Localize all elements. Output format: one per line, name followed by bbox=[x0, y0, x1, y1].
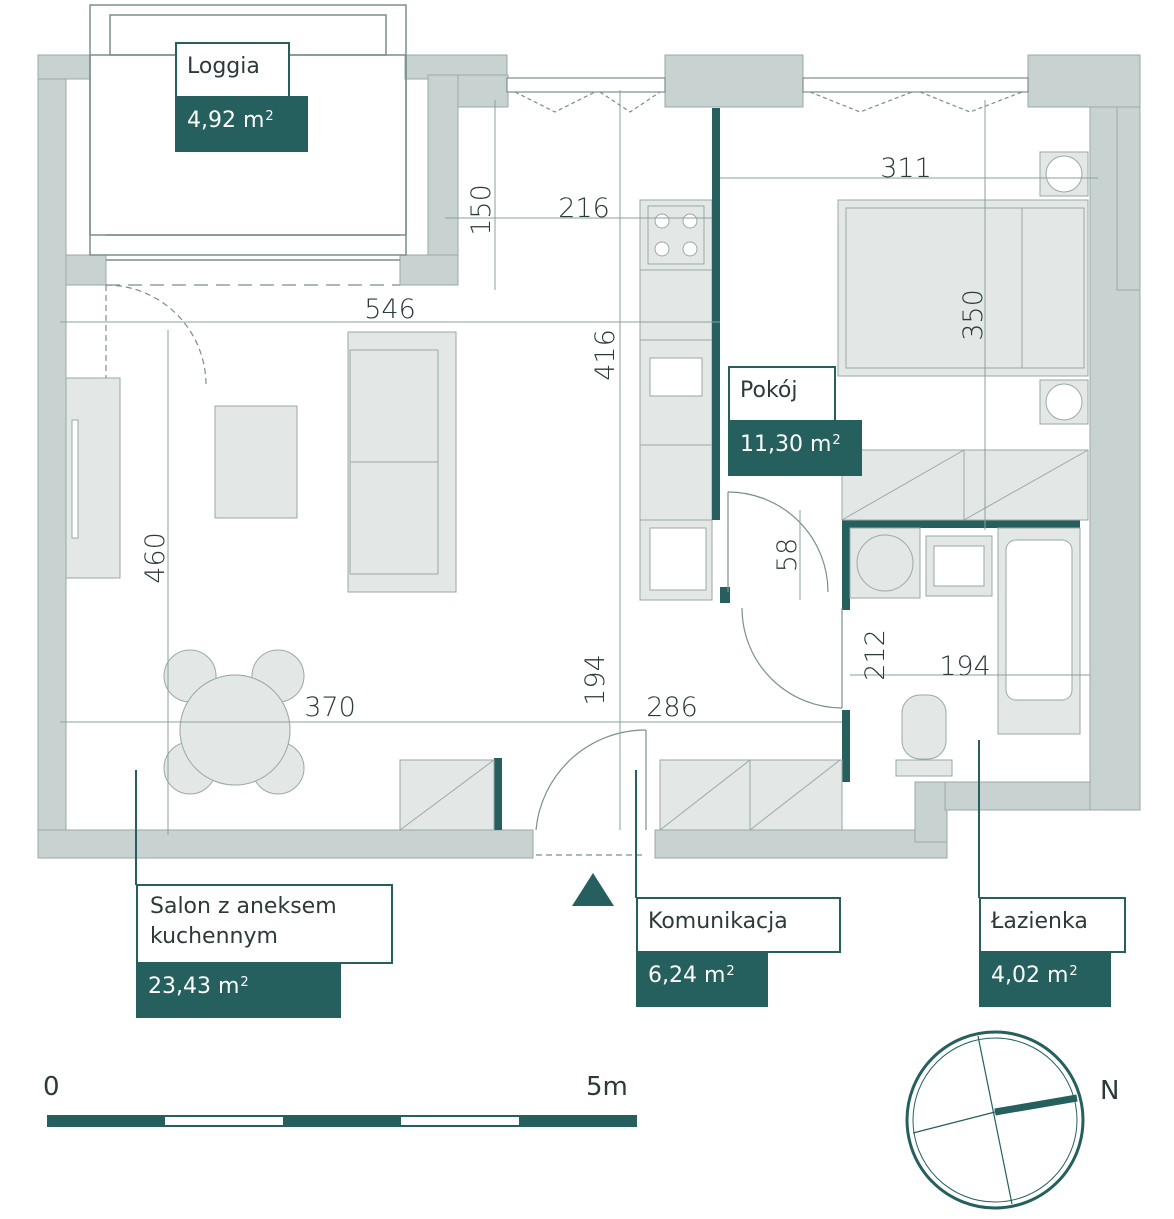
pokoj-area: 11,30 m2 bbox=[728, 420, 862, 476]
salon-name-line1: Salon z aneksem bbox=[150, 894, 337, 919]
dim-194-horizontal: 194 bbox=[939, 651, 991, 682]
scale-bar bbox=[47, 1115, 637, 1127]
salon-label: Salon z aneksem kuchennym bbox=[136, 884, 393, 964]
lazienka-area-value: 4,02 m bbox=[991, 963, 1069, 988]
salon-area-value: 23,43 m bbox=[148, 974, 240, 999]
walls bbox=[37, 54, 1141, 859]
compass-icon bbox=[905, 1030, 1085, 1210]
loggia-label: Loggia bbox=[175, 42, 290, 98]
dim-216: 216 bbox=[558, 193, 610, 224]
compass-north-label: N bbox=[1100, 1076, 1120, 1106]
pokoj-area-value: 11,30 m bbox=[740, 432, 832, 457]
dim-212: 212 bbox=[860, 629, 891, 681]
dim-58: 58 bbox=[772, 538, 803, 572]
scale-start-label: 0 bbox=[43, 1072, 60, 1102]
lazienka-area: 4,02 m2 bbox=[979, 951, 1111, 1007]
windows bbox=[506, 77, 1029, 113]
leader-lines bbox=[135, 740, 980, 898]
komunikacja-area-value: 6,24 m bbox=[648, 963, 726, 988]
salon-name-line2: kuchennym bbox=[150, 924, 278, 949]
komunikacja-label: Komunikacja bbox=[636, 897, 841, 953]
loggia-frame bbox=[89, 4, 407, 261]
lazienka-area-sup: 2 bbox=[1069, 964, 1078, 979]
dimension-lines bbox=[60, 90, 1098, 835]
salon-area-sup: 2 bbox=[240, 975, 249, 990]
loggia-area-sup: 2 bbox=[265, 109, 274, 124]
komunikacja-area: 6,24 m2 bbox=[636, 951, 768, 1007]
lazienka-label: Łazienka bbox=[979, 897, 1126, 953]
pokoj-area-sup: 2 bbox=[832, 433, 841, 448]
dim-460: 460 bbox=[140, 532, 171, 584]
dim-350: 350 bbox=[958, 289, 989, 341]
komunikacja-area-sup: 2 bbox=[726, 964, 735, 979]
doors bbox=[105, 284, 843, 856]
bedroom-furniture bbox=[837, 151, 1089, 521]
loggia-area-value: 4,92 m bbox=[187, 108, 265, 133]
dim-286: 286 bbox=[646, 692, 698, 723]
dim-194-vertical: 194 bbox=[580, 654, 611, 706]
dim-546: 546 bbox=[364, 294, 416, 325]
kitchen bbox=[639, 199, 713, 601]
dim-150: 150 bbox=[466, 184, 497, 236]
entrance-arrow-icon bbox=[572, 873, 614, 906]
dim-311: 311 bbox=[880, 153, 932, 184]
dim-370: 370 bbox=[304, 692, 356, 723]
salon-area: 23,43 m2 bbox=[136, 962, 341, 1018]
partition-walls bbox=[494, 108, 1080, 830]
scale-end-label: 5m bbox=[586, 1072, 628, 1102]
bathroom-fixtures bbox=[849, 527, 1081, 777]
loggia-area: 4,92 m2 bbox=[175, 96, 308, 152]
dim-416: 416 bbox=[590, 329, 621, 381]
living-furniture bbox=[65, 331, 843, 831]
pokoj-label: Pokój bbox=[728, 366, 836, 422]
